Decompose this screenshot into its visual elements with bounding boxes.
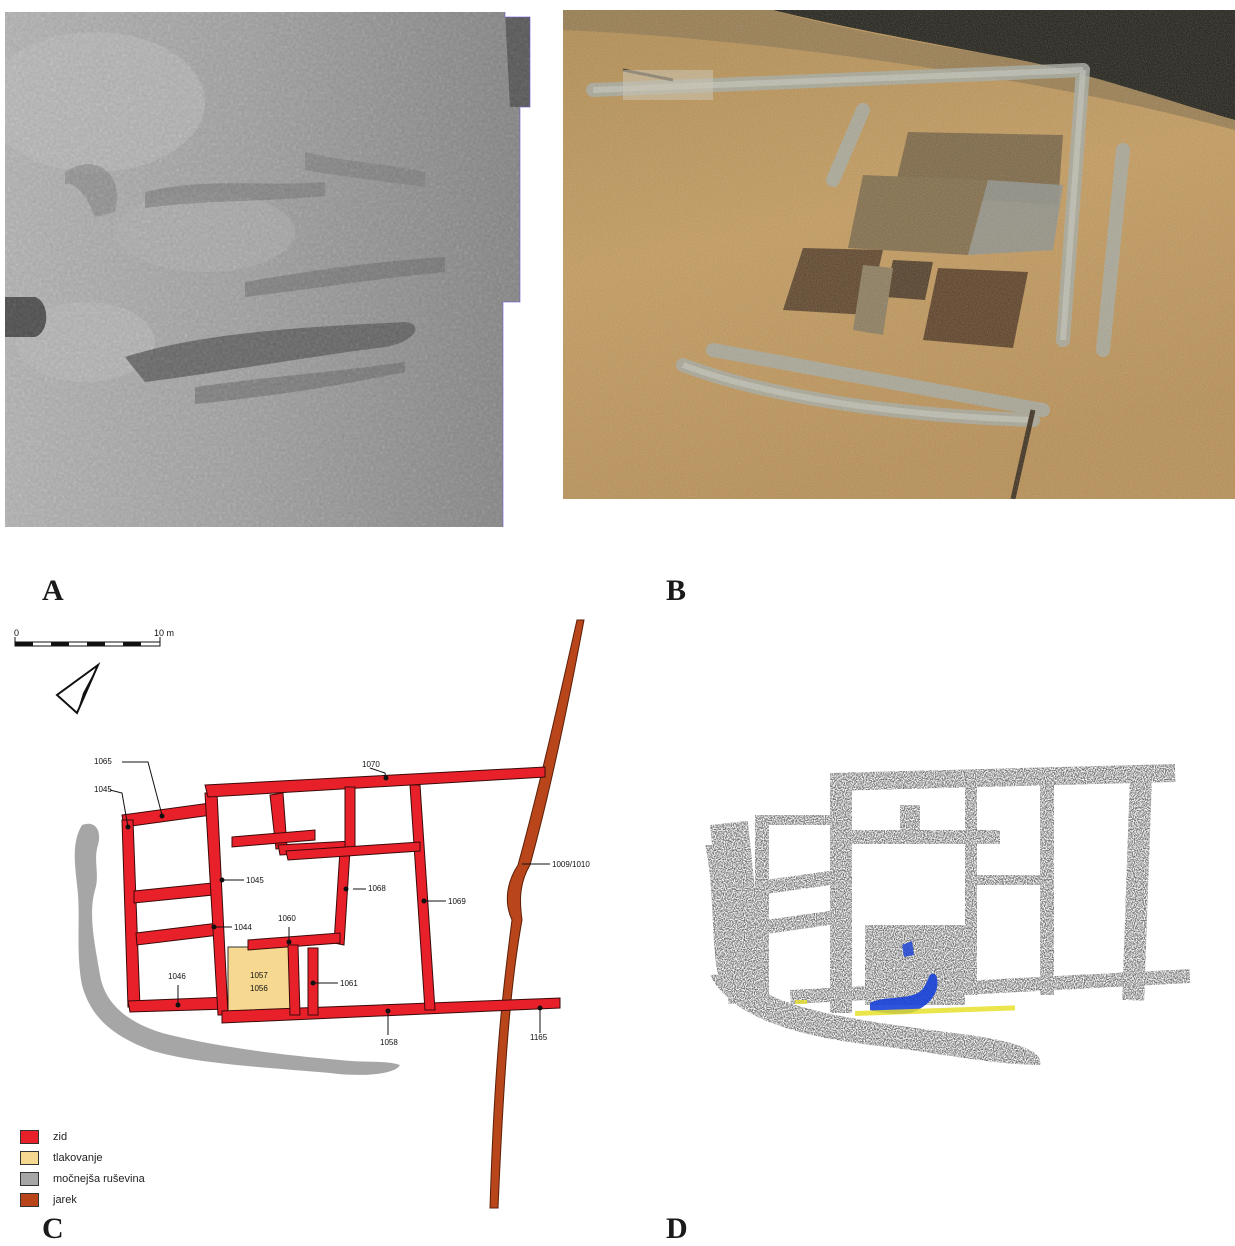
panel-label-b: B (666, 574, 687, 607)
label-1065: 1065 (94, 757, 112, 766)
legend-item-ditch: jarek (20, 1189, 145, 1210)
panel-label-c: C (42, 1212, 64, 1245)
panel-c-site-plan: 0 10 m (0, 615, 620, 1215)
scale-end-label: 10 m (154, 628, 174, 638)
legend-swatch-rubble (20, 1171, 39, 1186)
ditch (489, 619, 585, 1209)
label-1056: 1056 (250, 984, 268, 993)
label-1069: 1069 (448, 897, 466, 906)
panel-a-raster (5, 12, 535, 527)
legend-label-wall: zid (53, 1130, 68, 1143)
legend-label-rubble: močnejša ruševina (53, 1172, 145, 1185)
point-cloud (705, 763, 1191, 1065)
label-1058: 1058 (380, 1038, 398, 1047)
label-1045: 1045 (246, 876, 264, 885)
label-1045-west: 1045 (94, 785, 112, 794)
legend-item-paving: tlakovanje (20, 1147, 145, 1168)
blue-point-cluster (870, 973, 938, 1014)
walls (121, 766, 561, 1024)
label-1057: 1057 (250, 971, 268, 980)
panel-d-point-cloud (690, 745, 1210, 1085)
legend-label-ditch: jarek (53, 1193, 77, 1206)
paving-area (227, 946, 293, 1018)
label-1165: 1165 (530, 1033, 548, 1042)
label-1061: 1061 (340, 979, 358, 988)
label-1070: 1070 (362, 760, 380, 769)
label-1068: 1068 (368, 884, 386, 893)
legend-item-rubble: močnejša ruševina (20, 1168, 145, 1189)
panel-b-aerial-photo (563, 10, 1235, 500)
legend-swatch-wall (20, 1129, 39, 1144)
label-1044: 1044 (234, 923, 252, 932)
legend-label-paving: tlakovanje (53, 1151, 103, 1164)
scale-bar: 0 10 m (14, 628, 174, 647)
aerial-photo (563, 10, 1235, 500)
label-1046: 1046 (168, 972, 186, 981)
panel-label-a: A (42, 574, 64, 607)
plan-labels: 1065 1045 1070 1045 1068 1069 1044 1060 … (94, 757, 590, 1047)
label-1009-1010: 1009/1010 (552, 860, 590, 869)
label-1060: 1060 (278, 914, 296, 923)
legend-swatch-paving (20, 1150, 39, 1165)
legend-item-wall: zid (20, 1126, 145, 1147)
site-plan: 0 10 m (14, 619, 590, 1209)
panel-label-d: D (666, 1212, 688, 1245)
north-arrow-icon (55, 662, 101, 715)
scale-start-label: 0 (14, 628, 19, 638)
raster-image (5, 12, 531, 527)
yellow-point-strip (854, 1005, 1016, 1016)
legend-swatch-ditch (20, 1192, 39, 1207)
legend: zid tlakovanje močnejša ruševina jarek (20, 1126, 145, 1210)
